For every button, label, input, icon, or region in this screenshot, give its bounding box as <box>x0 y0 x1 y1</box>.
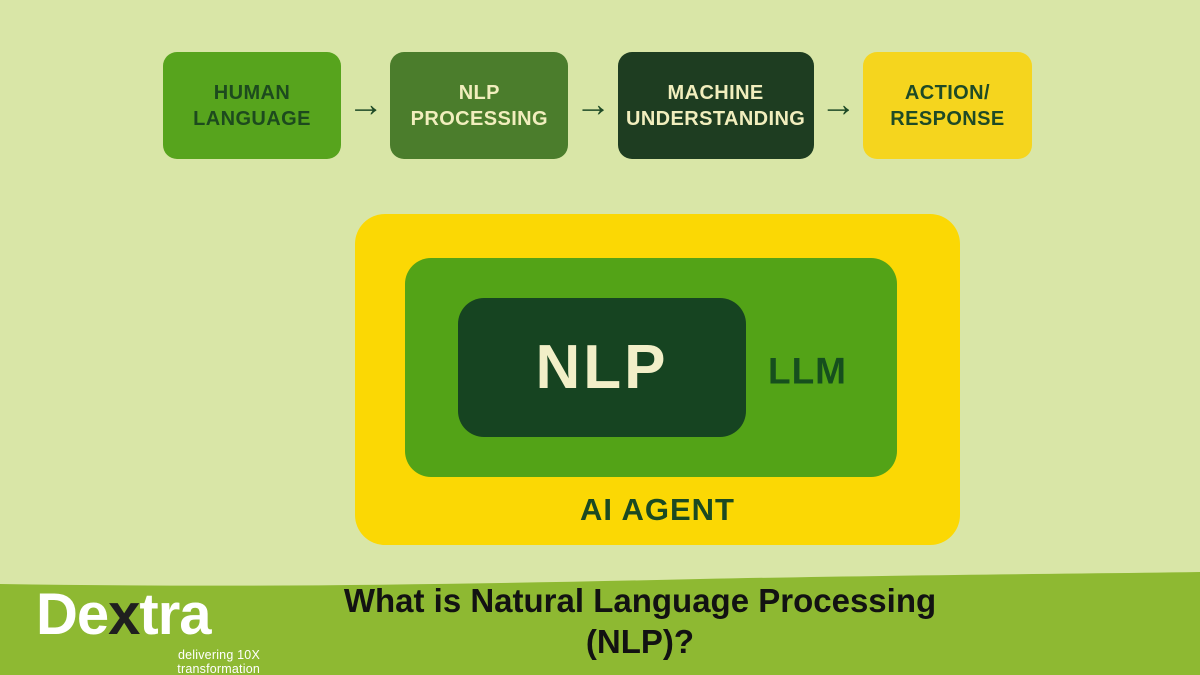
ai-agent-label: AI AGENT <box>580 492 735 527</box>
logo-tagline: delivering 10X transformation <box>177 648 260 675</box>
page-title: What is Natural Language Processing (NLP… <box>270 580 1010 662</box>
flow-step-label-line: UNDERSTANDING <box>625 107 806 130</box>
flow-step-action-response: ACTION/ RESPONSE <box>862 52 1032 159</box>
logo-part: tra <box>139 582 211 647</box>
nlp-process-flow: HUMAN LANGUAGE → NLP PROCESSING → MACHIN… <box>163 52 1032 159</box>
flow-step-nlp-processing: NLP PROCESSING <box>390 52 569 159</box>
right-arrow-icon: → <box>574 82 611 124</box>
ai-agent-container: NLP LLM AI AGENT <box>355 214 960 545</box>
flow-step-label-line: LANGUAGE <box>193 107 311 130</box>
flow-step-label-line: NLP <box>458 81 500 104</box>
flow-step-label-line: PROCESSING <box>410 107 548 130</box>
flow-step-machine-understanding: MACHINE UNDERSTANDING <box>617 52 814 159</box>
right-arrow-icon: → <box>820 82 857 124</box>
flow-step-label-line: ACTION/ <box>904 81 990 104</box>
banner-wave-background <box>0 572 1200 675</box>
flow-step-label-line: HUMAN <box>213 81 291 104</box>
dextra-logo: Dextra <box>36 586 212 644</box>
nlp-label: NLP <box>535 333 669 402</box>
right-arrow-icon: → <box>347 82 384 124</box>
logo-part: De <box>36 582 109 647</box>
llm-container: NLP LLM <box>405 258 897 477</box>
flow-step-label-line: MACHINE <box>667 81 764 104</box>
flow-step-human-language: HUMAN LANGUAGE <box>163 52 341 159</box>
flow-step-label-line: RESPONSE <box>890 107 1005 130</box>
logo-x-glyph: x <box>108 582 140 647</box>
nlp-container: NLP <box>458 298 746 437</box>
page-title-line-1: What is Natural Language Processing <box>343 582 937 619</box>
page-title-line-2: (NLP)? <box>585 623 695 660</box>
llm-label: LLM <box>767 349 847 391</box>
